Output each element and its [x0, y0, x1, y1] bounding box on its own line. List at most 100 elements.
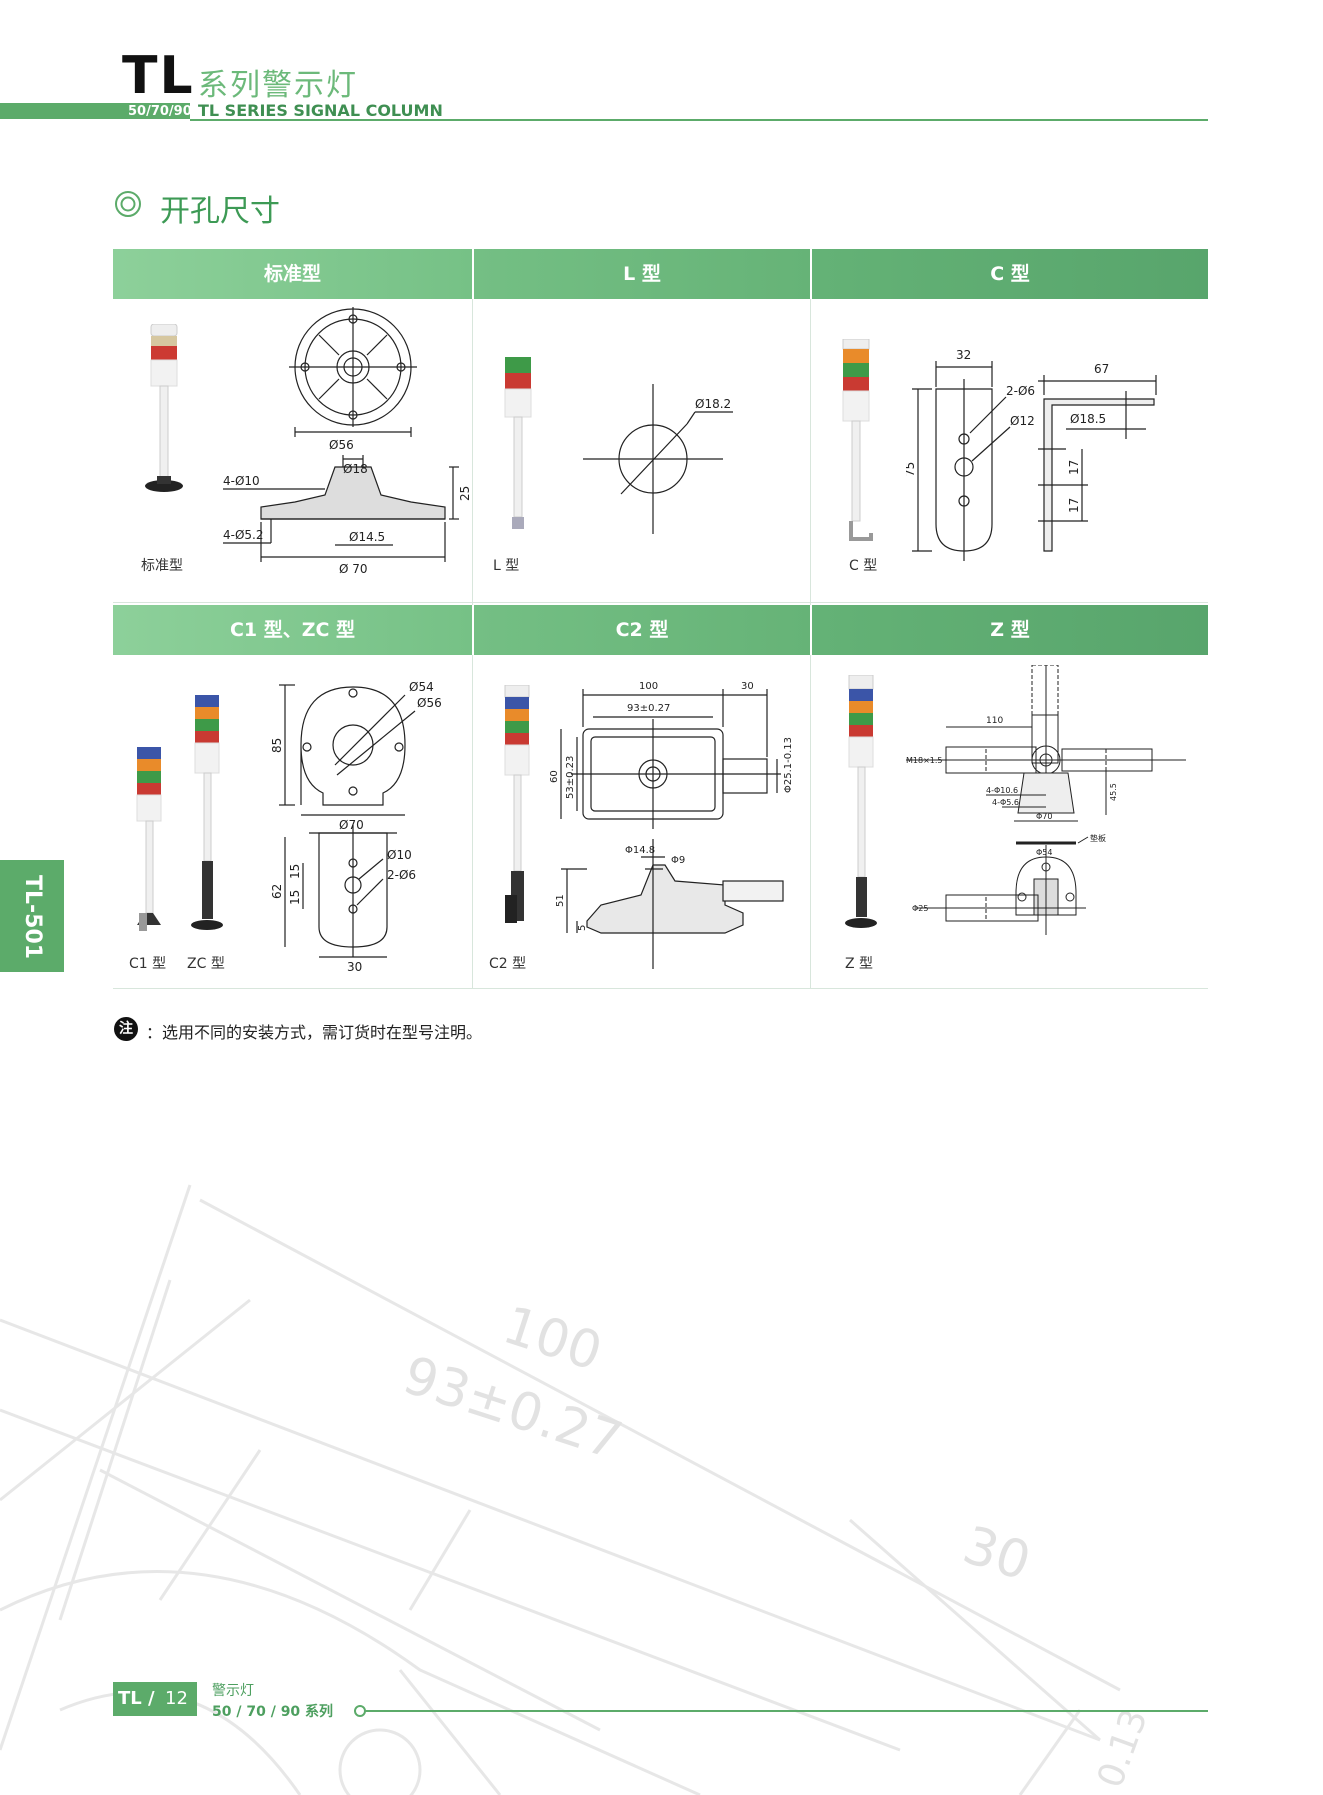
dim-d70: Φ70 [1036, 812, 1052, 821]
signal-tower-c1 [136, 747, 162, 931]
brand-subtitle-cn: 系列警示灯 [198, 68, 358, 103]
series-numbers: 50/70/90 [128, 104, 192, 119]
header-standard: 标准型 [113, 249, 472, 299]
header-c-type: C 型 [812, 249, 1208, 299]
dim-h85: 85 [270, 738, 284, 753]
dim-h53: 53±0.23 [565, 756, 576, 799]
drawing-l: Ø18.2 [583, 384, 733, 534]
dim-h62: 62 [270, 884, 284, 899]
dim-4d52: 4-Ø5.2 [223, 528, 264, 542]
dim-2d6: 2-Ø6 [387, 868, 416, 882]
dim-d54: Φ54 [1036, 848, 1052, 857]
cell-c-type: C 型 [811, 299, 1208, 602]
footer-rule [364, 1710, 1208, 1712]
header-c2-type: C2 型 [474, 605, 810, 655]
drawing-standard: Ø56 Ø18 4-Ø10 4-Ø5.2 Ø14.5 Ø 70 25 [223, 307, 472, 576]
dim-d70: Ø 70 [339, 562, 368, 576]
signal-tower-l [504, 357, 532, 529]
watermark-100: 100 [496, 1295, 609, 1383]
side-tab [0, 860, 64, 972]
dim-w30: 30 [347, 960, 362, 974]
drawing-c: 32 2-Ø6 Ø12 75 67 Ø18.5 17 17 [906, 348, 1157, 561]
dim-d45: 45.5 [1109, 783, 1118, 801]
dim-d18: Ø18 [343, 462, 368, 476]
cell-c2-type: C2 型 [473, 655, 810, 988]
caption-c: C 型 [849, 558, 878, 574]
dim-w110: 110 [986, 716, 1003, 726]
caption-l: L 型 [493, 558, 520, 574]
caption-c2: C2 型 [489, 956, 527, 972]
signal-tower-c2 [504, 685, 530, 923]
footer-dot [354, 1705, 366, 1717]
watermark-013: 0.13 [1090, 1704, 1156, 1793]
dim-d145: Ø14.5 [349, 530, 385, 544]
divider [472, 655, 473, 989]
dim-w67: 67 [1094, 362, 1109, 376]
dim-h15b: 15 [288, 890, 302, 905]
watermark-drawing: 100 93±0.27 30 0.13 [0, 1184, 1156, 1795]
dim-d54: Ø54 [409, 680, 434, 694]
divider [810, 299, 811, 605]
divider [113, 602, 1208, 603]
dim-d182: Ø18.2 [695, 397, 731, 411]
dim-h17a: 17 [1067, 460, 1081, 475]
cell-l-type: L 型 Ø18.2 [473, 299, 810, 602]
signal-tower-zc [191, 695, 223, 930]
dim-d185: Ø18.5 [1070, 412, 1106, 426]
note-text: ：选用不同的安装方式，需订货时在型号注明。 [146, 1023, 483, 1042]
signal-tower-standard [145, 324, 183, 492]
footer-brand: TL / [118, 1688, 155, 1709]
dim-w93: 93±0.27 [627, 703, 670, 714]
side-tab-label: TL-501 [20, 874, 45, 960]
dim-w30: 30 [741, 681, 754, 692]
caption-c1: C1 型 [129, 956, 167, 972]
caption-standard: 标准型 [141, 558, 183, 574]
dim-w32: 32 [956, 348, 971, 362]
double-circle-icon [115, 191, 141, 217]
dim-d12: Ø12 [1010, 414, 1035, 428]
caption-z: Z 型 [845, 956, 874, 972]
cell-c1-zc-type: C1 型 ZC 型 [113, 655, 472, 988]
series-title-en: TL SERIES SIGNAL COLUMN [198, 101, 443, 120]
header-c1-zc-type: C1 型、ZC 型 [113, 605, 472, 655]
footer-page-number: 12 [165, 1688, 188, 1709]
dim-h15a: 15 [288, 864, 302, 879]
dim-d56: Ø56 [417, 696, 442, 710]
dim-d70: Ø70 [339, 818, 364, 832]
dim-d25: Φ25 [912, 904, 928, 913]
dim-d10: Ø10 [387, 848, 412, 862]
dim-h51: 51 [555, 894, 566, 907]
dim-4d56: 4-Φ5.6 [992, 798, 1019, 807]
signal-tower-z [845, 675, 877, 928]
drawing-c2: 100 30 93±0.27 60 53±0.23 Φ25.1-0.13 Φ14… [549, 681, 794, 969]
header-rule [190, 119, 1208, 121]
dim-w100: 100 [639, 681, 658, 692]
dim-2d6: 2-Ø6 [1006, 384, 1035, 398]
divider [810, 655, 811, 989]
footer-page-box [113, 1682, 197, 1716]
drawing-z: 110 M18×1.5 4-Φ10.6 4-Φ5.6 Φ70 45.5 垫板 Φ… [906, 665, 1186, 935]
dim-d25: Φ25.1-0.13 [783, 737, 794, 793]
dim-4d10: 4-Ø10 [223, 474, 260, 488]
watermark-30: 30 [956, 1515, 1037, 1593]
dim-4d106: 4-Φ10.6 [986, 786, 1018, 795]
footer-category: 警示灯 [212, 1683, 254, 1699]
dim-h5: 5 [577, 925, 588, 931]
cell-standard: 标准型 [113, 299, 472, 602]
dim-h60: 60 [549, 770, 560, 783]
dim-d9: Φ9 [671, 855, 685, 866]
divider [113, 988, 1208, 989]
dim-d148: Φ14.8 [625, 845, 655, 856]
header-l-type: L 型 [474, 249, 810, 299]
dim-h75: 75 [906, 462, 917, 477]
header-z-type: Z 型 [812, 605, 1208, 655]
dim-m18: M18×1.5 [906, 756, 943, 765]
dim-h25: 25 [458, 486, 472, 501]
signal-tower-c [842, 339, 873, 541]
note-icon: 注 [114, 1017, 138, 1041]
drawing-c1: Ø54 Ø56 85 Ø70 62 15 15 Ø10 2-Ø6 30 [270, 680, 442, 974]
divider [472, 299, 473, 605]
caption-zc: ZC 型 [187, 956, 225, 972]
brand-title: TL [122, 46, 195, 106]
label-plate: 垫板 [1090, 833, 1106, 843]
